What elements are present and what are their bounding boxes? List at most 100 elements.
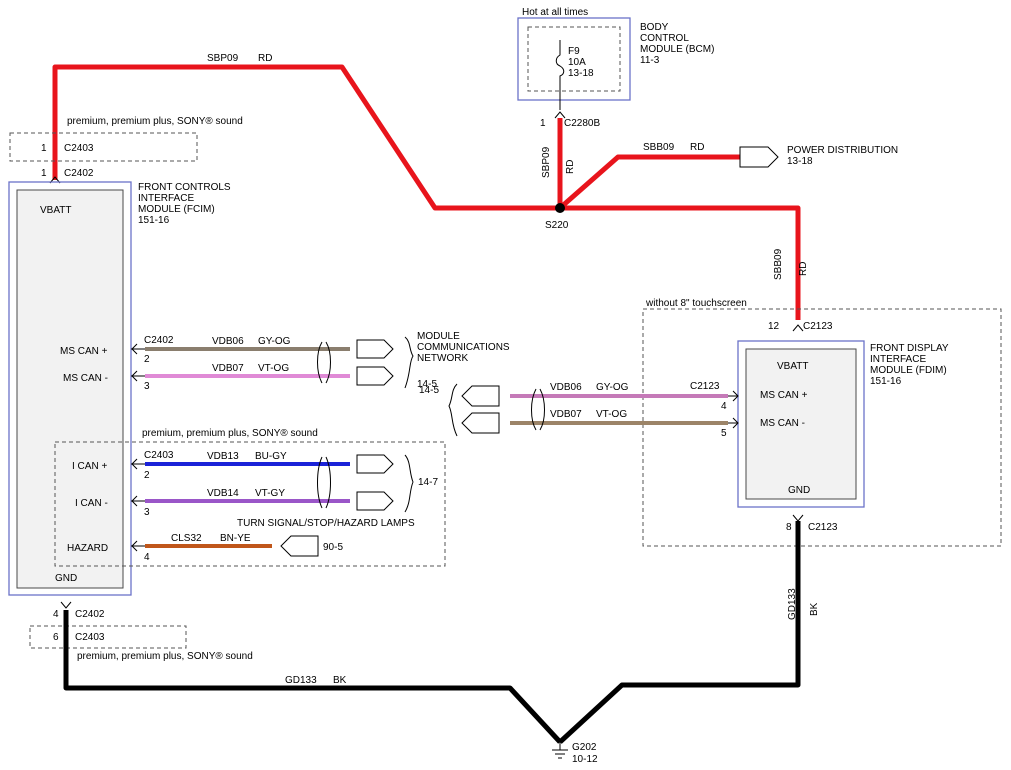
- fcim-c2403-top-pin: 1: [41, 143, 47, 154]
- ground-icon: [552, 742, 568, 759]
- fuse-ref: 13-18: [568, 68, 594, 79]
- ground-ref: 10-12: [572, 754, 598, 765]
- fcim-c2402-top-pin: 1: [41, 168, 47, 179]
- fuse-name: F9: [568, 46, 580, 57]
- fcim-option-top: premium, premium plus, SONY® sound: [67, 116, 243, 127]
- wire-gd133-fcim: [63, 610, 562, 744]
- turn-signal-ref: 90-5: [323, 542, 343, 553]
- ms-bus-ref: 14-5: [417, 379, 437, 390]
- bcm-module[interactable]: Hot at all times F9 10A 13-18 BODY CONTR…: [517, 7, 714, 110]
- fdim-bottom-connector-icon: [792, 514, 804, 522]
- ms-bus-connector: C2402: [144, 335, 174, 346]
- splice-s220-label: S220: [545, 220, 569, 231]
- hazard-pin: 4: [144, 552, 150, 563]
- i-bus-color1: BU-GY: [255, 451, 287, 462]
- fcim-i-can-minus: I CAN -: [75, 498, 108, 509]
- fuse-amps: 10A: [568, 57, 586, 68]
- fdim-option-box: [642, 308, 1002, 547]
- wire-gd133-fdim: [558, 521, 801, 744]
- wire-sbb09-power-dist: [558, 154, 740, 210]
- i-bus-color2: VT-GY: [255, 488, 285, 499]
- fdim-top-pin: 12: [768, 321, 780, 332]
- wire-label-rd-top: RD: [258, 53, 272, 64]
- fdim-ms-can-plus: MS CAN +: [760, 390, 808, 401]
- fdim-gnd: GND: [788, 485, 810, 496]
- fcim-name-3: MODULE (FCIM): [138, 204, 215, 215]
- fdim-option: without 8" touchscreen: [645, 298, 747, 309]
- gd133-label-vertical: GD133: [787, 588, 798, 620]
- bk-label-horizontal: BK: [333, 675, 347, 686]
- fcim-option-bottom: premium, premium plus, SONY® sound: [77, 651, 253, 662]
- fcim-name-1: FRONT CONTROLS: [138, 182, 231, 193]
- fdim-plus-connector-icon: [732, 390, 739, 402]
- bcm-ref: 11-3: [640, 55, 660, 66]
- wire-sbb09-fdim: [560, 205, 801, 320]
- ground-label: G202: [572, 742, 597, 753]
- bcm-name-1: BODY: [640, 22, 669, 33]
- network-label-3: NETWORK: [417, 353, 468, 364]
- fcim-ms-can-minus: MS CAN -: [63, 373, 108, 384]
- bcm-name-3: MODULE (BCM): [640, 44, 714, 55]
- bk-label-vertical: BK: [809, 602, 820, 616]
- fdim-bottom-pin: 8: [786, 522, 792, 533]
- fdim-bus-wire1: VDB06: [550, 382, 582, 393]
- i-can-bus: [131, 454, 414, 557]
- power-distribution-ref: 13-18: [787, 156, 813, 167]
- ms-bus-wire2: VDB07: [212, 363, 244, 374]
- i-bus-wire1: VDB13: [207, 451, 239, 462]
- fdim-name-2: INTERFACE: [870, 354, 926, 365]
- i-bus-pin-minus: 3: [144, 507, 150, 518]
- fdim-bus-connector: C2123: [690, 381, 720, 392]
- splice-s220-dot: [555, 203, 565, 213]
- i-bus-wire2: VDB14: [207, 488, 239, 499]
- wire-label-sbb09: SBB09: [643, 142, 675, 153]
- fdim-bus-pin-plus: 4: [721, 401, 727, 412]
- hot-at-all-times-label: Hot at all times: [522, 7, 588, 18]
- fcim-c2403-bottom: C2403: [75, 632, 105, 643]
- fdim-bottom-connector: C2123: [808, 522, 838, 533]
- fdim-module[interactable]: VBATT MS CAN + MS CAN - GND: [737, 340, 865, 508]
- fdim-bus-brace-icon: [448, 383, 458, 437]
- fcim-c2403-top: C2403: [64, 143, 94, 154]
- fcim-ms-can-plus: MS CAN +: [60, 346, 108, 357]
- fcim-c2402-bottom-pin: 4: [53, 609, 59, 620]
- wire-sbp09-fcim: [52, 64, 560, 211]
- fcim-module[interactable]: VBATT MS CAN + MS CAN - I CAN + I CAN - …: [8, 181, 132, 596]
- fdim-ref: 151-16: [870, 376, 902, 387]
- ms-plus-connector-icon: [131, 343, 138, 355]
- fdim-bus-ref: 14-5: [419, 385, 439, 396]
- fdim-bus-pin-minus: 5: [721, 428, 727, 439]
- ms-bus-wire1: VDB06: [212, 336, 244, 347]
- fdim-top-connector-icon: [792, 324, 804, 332]
- network-brace-icon: [404, 336, 414, 389]
- wire-label-rd-sbb: RD: [690, 142, 704, 153]
- bcm-name-2: CONTROL: [640, 33, 689, 44]
- fdim-bus-wire2: VDB07: [550, 409, 582, 420]
- fdim-top-connector: C2123: [803, 321, 833, 332]
- fdim-minus-connector-icon: [732, 417, 739, 429]
- ground-wires: [63, 521, 801, 744]
- ms-minus-connector-icon: [131, 370, 138, 382]
- fcim-name-2: INTERFACE: [138, 193, 194, 204]
- fcim-c2402-top: C2402: [64, 168, 94, 179]
- i-bus-ref: 14-7: [418, 477, 438, 488]
- power-distribution-connector[interactable]: POWER DISTRIBUTION 13-18: [739, 145, 898, 168]
- fcim-c2403-top-box: [9, 132, 198, 162]
- fdim-name-1: FRONT DISPLAY: [870, 343, 949, 354]
- ms-bus-color1: GY-OG: [258, 336, 291, 347]
- wire-label-sbb09-vertical: SBB09: [773, 248, 784, 280]
- i-bus-option-box: [54, 441, 446, 567]
- wire-label-rd-fdim-vertical: RD: [798, 262, 809, 276]
- gd133-label-horizontal: GD133: [285, 675, 317, 686]
- fcim-c2403-bottom-pin: 6: [53, 632, 59, 643]
- turn-signal-label: TURN SIGNAL/STOP/HAZARD LAMPS: [237, 518, 415, 529]
- twisted-pair-icon: [317, 341, 331, 384]
- fdim-ms-can-minus: MS CAN -: [760, 418, 805, 429]
- i-bus-pin-plus: 2: [144, 470, 150, 481]
- red-power-wires: [52, 64, 801, 320]
- network-label-1: MODULE: [417, 331, 460, 342]
- twisted-pair-fdim-icon: [531, 388, 545, 431]
- fcim-bottom-connector-icon: [60, 601, 72, 609]
- wire-label-sbp09-vertical: SBP09: [541, 146, 552, 178]
